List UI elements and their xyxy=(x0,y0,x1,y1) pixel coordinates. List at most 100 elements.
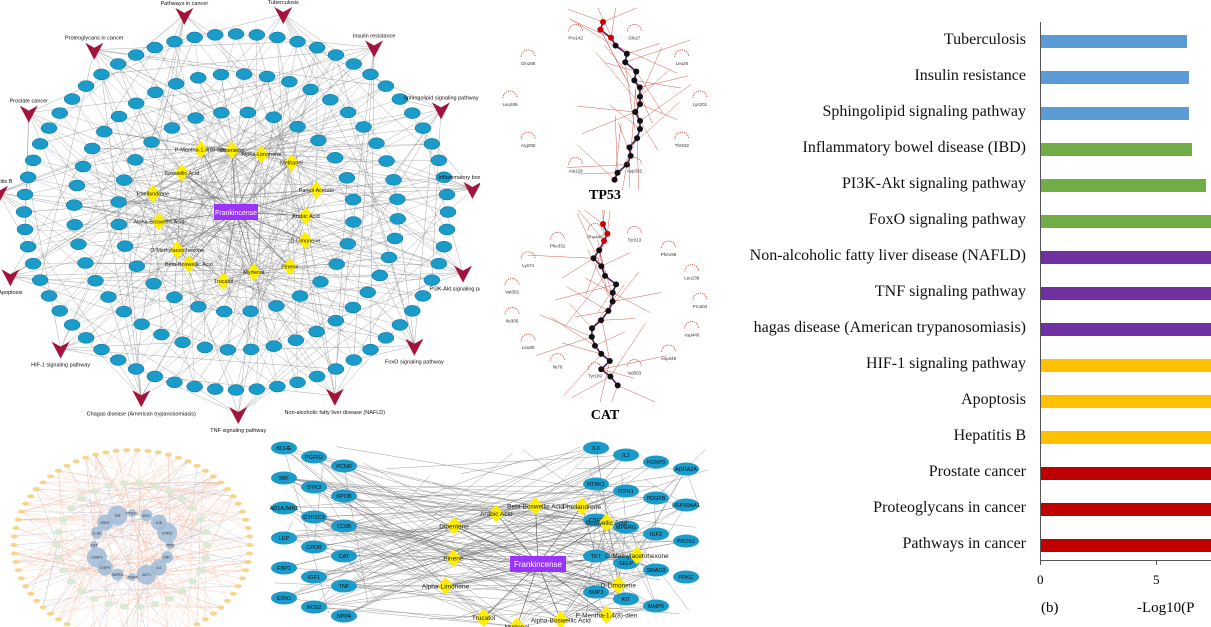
edge xyxy=(291,162,394,181)
residue-label: Arg290 xyxy=(521,143,536,148)
zoom-compound-node xyxy=(437,577,454,596)
edge xyxy=(59,112,190,265)
zoom-edge xyxy=(326,529,597,557)
edge xyxy=(316,177,444,191)
edge xyxy=(60,348,119,361)
zoom-gene-node xyxy=(583,477,609,491)
zoom-gene-label: PRKC xyxy=(678,575,693,581)
ppi-node xyxy=(150,483,160,490)
ligand-atom xyxy=(637,93,643,100)
gene-node xyxy=(310,134,327,147)
gene-node xyxy=(289,376,306,389)
zoom-edge xyxy=(445,483,597,587)
ppi-edge xyxy=(158,522,168,627)
edge xyxy=(289,266,424,297)
residue-arc xyxy=(626,157,642,165)
zoom-edge xyxy=(627,519,657,607)
x-tick-mark xyxy=(1040,560,1041,565)
zoom-compound-label: Trucatol xyxy=(472,615,496,622)
residue-arc xyxy=(520,131,536,140)
gene-node xyxy=(345,354,363,366)
zoom-edge xyxy=(343,474,681,527)
ppi-node xyxy=(223,598,231,603)
edge xyxy=(223,47,318,282)
interaction-line xyxy=(601,252,630,267)
zoom-gene-label: ITPR1 xyxy=(618,489,634,495)
edge xyxy=(223,211,237,282)
zoom-edge xyxy=(343,452,513,587)
gene-node xyxy=(31,274,49,286)
ppi-node xyxy=(46,611,54,616)
interaction-line xyxy=(597,239,606,276)
ppi-node xyxy=(104,600,114,607)
edge xyxy=(231,143,432,151)
interaction-line xyxy=(567,164,627,168)
interaction-line xyxy=(602,210,605,225)
zoom-gene-label: CYP2C9 xyxy=(303,515,324,521)
gene-node xyxy=(242,343,260,356)
interaction-line xyxy=(584,210,604,225)
ppi-edge xyxy=(192,496,234,582)
ppi-node xyxy=(10,551,18,556)
zoom-edge xyxy=(313,530,607,578)
interaction-line xyxy=(615,45,678,74)
ppi-edge xyxy=(18,519,168,533)
interaction-line xyxy=(625,62,635,129)
bar xyxy=(1041,323,1211,336)
interaction-line xyxy=(639,47,663,97)
compound-label: Alpha-Limonene xyxy=(241,152,281,158)
edge xyxy=(0,81,290,193)
edge xyxy=(124,179,306,217)
ppi-edge xyxy=(21,511,125,607)
ppi-node xyxy=(242,517,250,522)
gene-node xyxy=(371,269,389,282)
interaction-line xyxy=(602,321,610,362)
ppi-hub-node xyxy=(90,526,103,539)
ppi-edge xyxy=(117,457,179,516)
residue-arc xyxy=(520,251,536,259)
category-label: hagas disease (American trypanosomiasis) xyxy=(753,319,1026,336)
ligand-atom xyxy=(623,161,630,168)
gene-node xyxy=(404,305,421,317)
ppi-node xyxy=(202,617,210,622)
edge xyxy=(176,41,298,250)
ligand-atom xyxy=(613,281,620,288)
edge xyxy=(94,41,298,50)
edge xyxy=(92,148,336,396)
edge xyxy=(237,117,274,415)
interaction-line xyxy=(550,317,596,346)
zoom-network-graph: BCHEPGFR2PCNRMIFSYK3KPOBAD1AJMR1CYP2C9CD… xyxy=(270,441,709,627)
edge xyxy=(135,54,202,150)
category-label: Apoptosis xyxy=(961,391,1026,408)
edge xyxy=(291,162,445,247)
ppi-edge xyxy=(58,470,72,582)
ppi-node xyxy=(112,448,120,453)
ligand-atom xyxy=(604,230,611,237)
docking-layer: Pro304Asp440Asp449Val303Tyr169Ile76Leu80… xyxy=(485,210,725,428)
gene-node xyxy=(77,80,95,92)
gene-node xyxy=(269,31,286,44)
gene-node xyxy=(83,142,101,155)
edge xyxy=(235,33,307,217)
gene-node xyxy=(110,196,127,208)
edge xyxy=(28,112,126,247)
ppi-hub-node xyxy=(86,547,107,568)
ppi-edge xyxy=(56,457,179,546)
edge xyxy=(108,271,254,298)
zoom-edge xyxy=(560,526,627,621)
edge xyxy=(124,109,442,181)
interaction-line xyxy=(598,284,617,312)
zoom-edge xyxy=(283,522,607,539)
ligand-atom xyxy=(614,169,621,176)
zoom-compound-label: Pinene xyxy=(443,556,464,563)
gene-node xyxy=(15,206,33,218)
gene-node xyxy=(389,213,407,225)
zoom-gene-label: IGF1 xyxy=(308,575,320,581)
bar xyxy=(1041,251,1211,264)
residue-label: Lys74 xyxy=(522,263,534,268)
zoom-edge xyxy=(313,513,497,578)
edge-layer xyxy=(0,13,473,415)
zoom-gene-label: EDN1 xyxy=(277,596,292,602)
ligand-atom xyxy=(600,19,606,25)
